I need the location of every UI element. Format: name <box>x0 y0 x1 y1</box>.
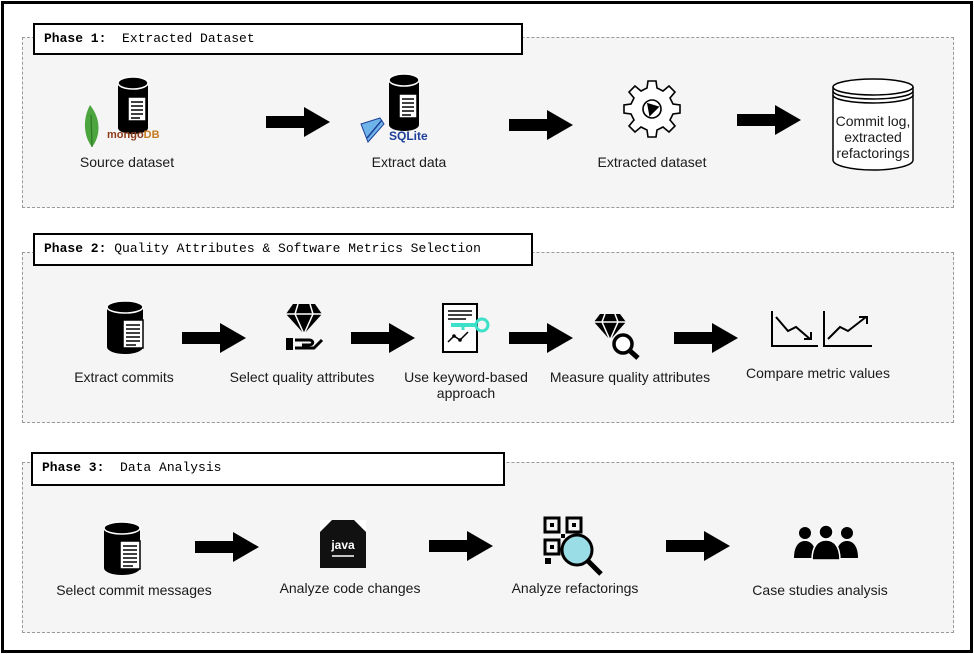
flow-arrow <box>182 323 246 353</box>
storage-cylinder-icon <box>831 77 915 172</box>
step-label-measure-quality-attributes: Measure quality attributes <box>549 369 711 385</box>
phase-1-title: Phase 1: Extracted Dataset <box>33 23 523 55</box>
phase-1-prefix: Phase 1: <box>44 31 107 46</box>
phase-1-name: Extracted Dataset <box>122 31 255 46</box>
trend-charts-icon <box>770 309 874 349</box>
java-badge: java <box>330 538 355 552</box>
step-label-extract-data: Extract data <box>371 154 447 170</box>
step-label-case-studies-analysis: Case studies analysis <box>752 582 888 598</box>
phase-3-name: Data Analysis <box>120 460 222 475</box>
phase-2-title: Phase 2: Quality Attributes & Software M… <box>33 233 533 266</box>
step-label-select-quality-attributes: Select quality attributes <box>229 369 375 385</box>
flow-arrow <box>509 110 573 140</box>
database-cylinder <box>117 76 149 134</box>
document-key-icon <box>441 302 493 354</box>
step-label-analyze-refactorings: Analyze refactorings <box>511 580 639 596</box>
storage-label-line-3: refactorings <box>836 145 910 161</box>
phase-1-panel <box>22 37 954 208</box>
sqlite-database-icon: SQLite <box>358 72 448 150</box>
mongodb-badge: mongoDB <box>107 129 160 141</box>
step-label-extract-commits: Extract commits <box>74 369 174 385</box>
flow-arrow <box>509 323 573 353</box>
phase-3-title: Phase 3: Data Analysis <box>31 452 505 486</box>
gear-icon <box>620 77 684 141</box>
phase-2-prefix: Phase 2: <box>44 241 107 256</box>
phase-2-name: Quality Attributes & Software Metrics Se… <box>114 241 481 256</box>
flow-arrow <box>429 531 493 561</box>
step-label-keyword-line-2: approach <box>436 385 496 401</box>
step-label-select-commit-messages: Select commit messages <box>56 582 212 598</box>
database-document-icon <box>104 300 148 356</box>
storage-label-line-1: Commit log, <box>835 113 911 129</box>
phase-3-prefix: Phase 3: <box>42 460 105 475</box>
step-label-analyze-code-changes: Analyze code changes <box>279 580 421 596</box>
phase-2-panel <box>22 252 954 423</box>
diamond-search-icon <box>593 312 641 360</box>
flow-arrow <box>351 323 415 353</box>
mongodb-database-icon: mongoDB <box>80 75 170 150</box>
java-file-icon: java <box>318 518 368 570</box>
step-label-source-dataset: Source dataset <box>79 154 175 170</box>
flow-arrow <box>195 532 259 562</box>
people-group-icon <box>793 524 859 560</box>
step-label-keyword-line-1: Use keyword-based <box>404 369 528 385</box>
flow-arrow <box>666 531 730 561</box>
step-label-extracted-dataset: Extracted dataset <box>597 154 707 170</box>
flow-arrow <box>266 107 330 137</box>
storage-label-line-2: extracted <box>844 129 902 145</box>
step-label-compare-metric-values: Compare metric values <box>746 365 890 381</box>
sqlite-badge: SQLite <box>389 129 428 143</box>
qr-search-icon <box>543 516 605 578</box>
database-document-icon <box>101 521 145 577</box>
flow-arrow <box>737 105 801 135</box>
flow-arrow <box>674 323 738 353</box>
diamond-hand-icon <box>284 302 324 352</box>
